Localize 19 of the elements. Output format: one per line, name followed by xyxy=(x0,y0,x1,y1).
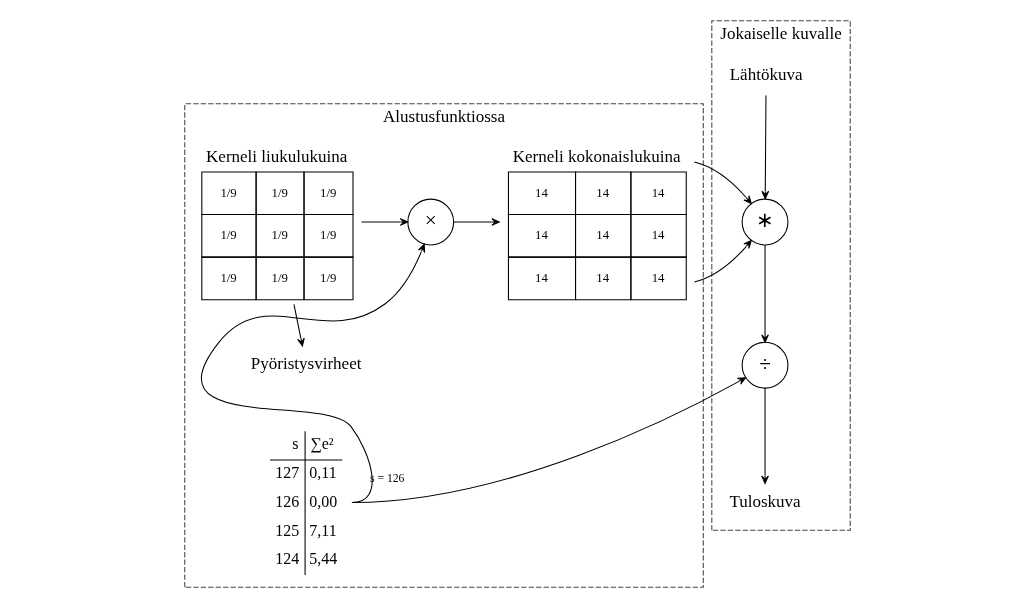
node-circle: × xyxy=(406,198,454,246)
node-circle: ∗ xyxy=(741,198,788,246)
node-text: Tuloskuva xyxy=(728,491,801,511)
node-text: s ∑e² 127 0,11 126 0,00 125 7,11 124 5,44 xyxy=(274,435,337,568)
arrow xyxy=(760,94,769,200)
node-label: Kerneli kokonaislukuina xyxy=(512,147,680,167)
node-text: Pyöristysvirheet xyxy=(250,354,361,374)
arrow xyxy=(452,218,500,226)
arrow xyxy=(360,218,408,226)
arrow xyxy=(693,161,752,283)
node-text: Lähtökuva xyxy=(729,65,802,85)
arrow xyxy=(292,303,305,347)
arrow xyxy=(200,243,425,504)
edge-label: s = 126 xyxy=(369,471,404,485)
arrow xyxy=(760,387,769,484)
node-circle: ÷ xyxy=(741,341,788,389)
node-label: Kerneli liukulukuina xyxy=(205,147,347,167)
arrow xyxy=(760,244,769,343)
arrow xyxy=(350,377,746,504)
